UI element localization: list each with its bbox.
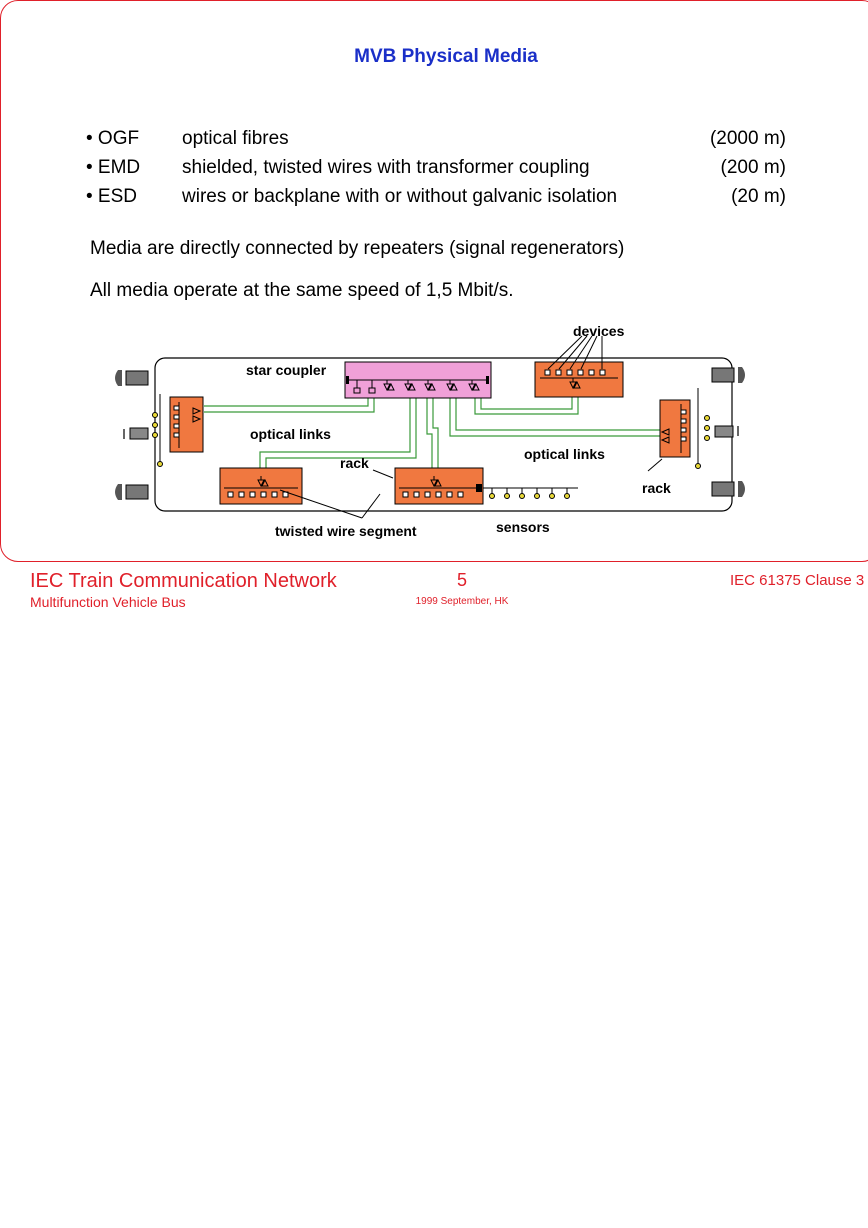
footer-left: IEC Train Communication Network Multifun… [30,570,337,610]
label-optical-links-right: optical links [524,446,605,462]
rack-bottom-left [219,467,303,505]
devices-pointers [547,335,603,370]
media-description: wires or backplane with or without galva… [182,186,618,207]
slide-frame [0,0,868,562]
media-description: optical fibres [182,128,289,149]
page-number: 5 [456,570,467,590]
label-twisted-wire-segment: twisted wire segment [275,523,417,539]
media-distance: (200 m) [720,157,786,178]
label-rack-center: rack [340,455,369,471]
footer-subtitle: Multifunction Vehicle Bus [30,594,186,610]
rack-left [169,396,204,453]
label-rack-right: rack [642,480,671,496]
sensors-right [695,388,710,469]
mvb-topology-diagram: devices star coupler optical links optic… [115,323,745,539]
media-item-ogf: • OGF optical fibres (2000 m) [86,128,786,157]
media-distance: (20 m) [731,186,786,207]
device-rack-top [534,361,624,398]
label-pointers [279,458,663,519]
coupler-top-right [711,367,745,383]
coupler-top-left [115,370,149,386]
coupler-bottom-right [711,481,745,497]
media-item-esd: • ESD wires or backplane with or without… [86,186,786,215]
label-devices: devices [573,323,625,339]
rack-center [394,467,484,505]
label-sensors: sensors [496,519,550,535]
star-coupler [344,361,492,399]
repeaters-text: Media are directly connected by repeater… [90,238,625,259]
sensors-left [152,394,163,467]
media-code: • EMD [86,157,141,178]
coupler-bottom-left [115,484,149,500]
media-code: • ESD [86,186,137,207]
coupler-mid-left [123,427,149,440]
footer-clause: IEC 61375 Clause 3 [730,572,865,589]
label-star-coupler: star coupler [246,362,327,378]
footer-center: 5 1999 September, HK [400,570,524,607]
footer-date: 1999 September, HK [415,596,509,607]
media-distance: (2000 m) [709,128,786,149]
slide-title: MVB Physical Media [354,46,538,67]
optical-links [204,386,663,472]
rack-right [659,399,691,458]
media-item-emd: • EMD shielded, twisted wires with trans… [86,157,786,186]
footer-title: IEC Train Communication Network [30,570,337,592]
label-optical-links-left: optical links [250,426,331,442]
speed-text: All media operate at the same speed of 1… [90,280,514,301]
media-description: shielded, twisted wires with transformer… [182,157,590,178]
sensor-bus [483,487,578,499]
coupler-mid-right [714,425,739,438]
media-code: • OGF [86,128,140,149]
media-list: • OGF optical fibres (2000 m) • EMD shie… [86,128,786,215]
